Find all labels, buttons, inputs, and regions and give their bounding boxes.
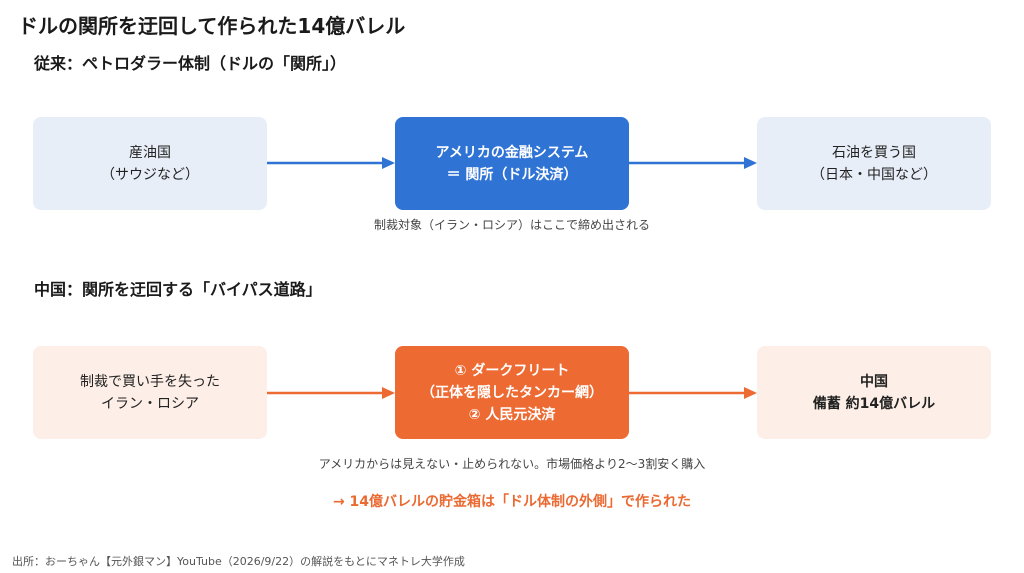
- us-financial-system-box: アメリカの金融システム ＝ 関所（ドル決済）: [395, 117, 629, 210]
- oil-buyer-box: 石油を買う国 （日本・中国など）: [757, 117, 991, 210]
- bypass-note: アメリカからは見えない・止められない。市場価格より2〜3割安く購入: [318, 457, 706, 471]
- orange-arrow-1: [267, 387, 395, 399]
- china-line2: 備蓄 約14億バレル: [812, 395, 936, 412]
- china-line1: 中国: [860, 373, 888, 390]
- oil-buyer-line2: （日本・中国など）: [811, 166, 937, 183]
- section1-heading: 従来：ペトロダラー体制（ドルの「関所」）: [34, 54, 347, 73]
- china-reserve-box: 中国 備蓄 約14億バレル: [757, 346, 991, 439]
- orange-arrow-2: [629, 387, 757, 399]
- sanctioned-sellers-box: 制裁で買い手を失った イラン・ロシア: [33, 346, 267, 439]
- blue-arrow-1: [267, 157, 395, 169]
- bypass-line1: ① ダークフリート: [454, 362, 570, 379]
- sanctioned-sellers-line1: 制裁で買い手を失った: [80, 373, 220, 390]
- blue-arrow-2: [629, 157, 757, 169]
- sanctioned-sellers-line2: イラン・ロシア: [101, 395, 199, 412]
- oil-producer-box: 産油国 （サウジなど）: [33, 117, 267, 210]
- section2-heading: 中国：関所を迂回する「バイパス道路」: [34, 280, 322, 299]
- oil-producer-line2: （サウジなど）: [101, 166, 199, 183]
- oil-producer-line1: 産油国: [129, 144, 171, 161]
- bypass-line3: ② 人民元決済: [468, 406, 556, 423]
- bypass-route-box: ① ダークフリート （正体を隠したタンカー網） ② 人民元決済: [395, 346, 629, 439]
- conclusion-text: → 14億バレルの貯金箱は「ドル体制の外側」で作られた: [332, 494, 692, 510]
- bypass-line2: （正体を隠したタンカー網）: [421, 384, 603, 401]
- source-credit: 出所：おーちゃん【元外銀マン】YouTube（2026/9/22）の解説をもとに…: [12, 555, 465, 568]
- us-financial-line2: ＝ 関所（ドル決済）: [446, 166, 578, 183]
- page-title: ドルの関所を迂回して作られた14億バレル: [18, 14, 406, 38]
- sanction-note: 制裁対象（イラン・ロシア）はここで締め出される: [373, 218, 650, 232]
- us-financial-line1: アメリカの金融システム: [435, 144, 589, 161]
- oil-buyer-line1: 石油を買う国: [832, 144, 916, 161]
